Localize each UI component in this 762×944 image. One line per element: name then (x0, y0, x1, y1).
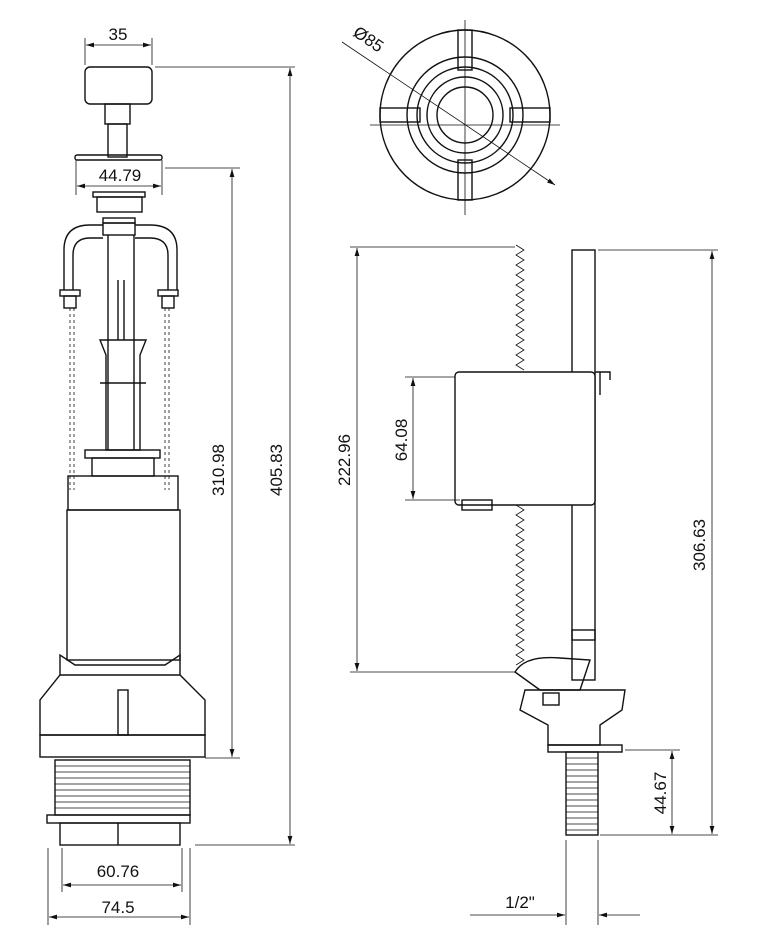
fill-valve-drawing: 222.96 64.08 306.63 44.67 1/2" (335, 244, 718, 925)
lever-arm (514, 656, 591, 691)
dim-valve-total-height: 306.63 (690, 519, 709, 571)
nut (59, 822, 181, 846)
dim-total-height: 405.83 (267, 444, 286, 496)
valve-body (66, 509, 181, 661)
dim-overflow-height: 310.98 (209, 444, 228, 496)
float (454, 371, 596, 506)
dim-thread-size: 1/2" (505, 893, 535, 912)
dim-nut-width: 74.5 (101, 898, 134, 917)
cover-plate (74, 154, 163, 161)
thread (54, 759, 191, 816)
push-button (84, 66, 153, 105)
dim-thread-diameter: 60.76 (97, 862, 140, 881)
dim-shank-length: 44.67 (651, 772, 670, 815)
dim-float-height: 64.08 (392, 419, 411, 462)
valve-head (519, 689, 626, 746)
adjustment-rod (515, 244, 525, 666)
lift-frame (63, 224, 178, 290)
dim-float-travel: 222.96 (335, 434, 354, 486)
chains (69, 308, 170, 490)
dim-button-width: 35 (109, 25, 128, 44)
base-housing (39, 674, 206, 736)
flush-valve-drawing: 35 44.79 310.98 405.83 60.76 74.5 (39, 25, 295, 925)
shank-thread (565, 751, 599, 836)
dim-plate-width: 44.79 (99, 166, 142, 185)
fill-valve-top-view: Ø85 (341, 20, 560, 215)
